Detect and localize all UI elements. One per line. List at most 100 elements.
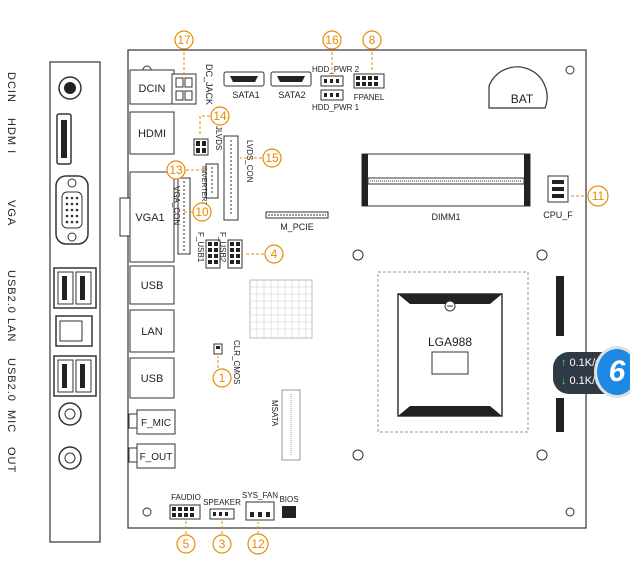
- side-bar-1: [556, 276, 564, 336]
- heatsink-grid: [250, 280, 312, 338]
- lga988-center: [431, 351, 469, 375]
- hdd-pwr2-label: HDD_PWR 2: [312, 65, 360, 74]
- io-label-out: OUT: [5, 447, 17, 473]
- lan-label: LAN: [141, 326, 162, 338]
- f-usb2-label: F_USB2: [218, 232, 227, 263]
- callout-3-circle: [212, 534, 232, 554]
- inverter-label: INVERTER1: [200, 166, 207, 205]
- callout-5-circle: [176, 534, 196, 554]
- mount-hole-br: [565, 507, 575, 517]
- dc-jack-center: [64, 82, 76, 94]
- hdmi-label: HDMI: [138, 128, 166, 140]
- mount-hole-tr: [565, 65, 575, 75]
- jlvds-label: JLVDS: [214, 126, 223, 150]
- upload-value: 0.1K/s: [569, 357, 601, 369]
- lga988-label: LGA988: [428, 335, 472, 349]
- chipset-heatsink: [249, 279, 313, 339]
- cpu-hole-bl: [352, 449, 364, 461]
- download-speed: ↓0.1K/s: [561, 375, 601, 387]
- callout-16: 16: [325, 33, 339, 47]
- callout-4: 4: [271, 247, 278, 261]
- callout-15-circle: [262, 148, 282, 168]
- callout-1-circle: [212, 368, 232, 388]
- dimm1-label: DIMM1: [432, 212, 461, 222]
- dcin-label: DCIN: [139, 83, 166, 95]
- io-label-dcin: DCIN: [5, 72, 17, 103]
- callout-12: 12: [251, 537, 265, 551]
- callout-3: 3: [219, 537, 226, 551]
- usb-top-label: USB: [141, 280, 164, 292]
- io-label-lan: LAN: [5, 318, 17, 342]
- callout-11-circle: [587, 185, 609, 207]
- hdmi-connector: [129, 111, 175, 155]
- speaker-label: SPEAKER: [203, 498, 241, 507]
- download-value: 0.1K/s: [569, 375, 601, 387]
- f-out-connector: [136, 443, 176, 469]
- io-label-mic: MIC: [5, 410, 17, 433]
- network-speed-widget[interactable]: ↑0.1K/s ↓0.1K/s 6: [553, 346, 630, 398]
- callout-1: 1: [219, 371, 226, 385]
- callout-8-circle: [362, 30, 382, 50]
- usb-bottom-connector: [129, 357, 175, 399]
- io-label-hdmi: HDM I: [5, 118, 17, 154]
- m-pcie-label: M_PCIE: [280, 222, 314, 232]
- callout-13-circle: [166, 160, 186, 180]
- vga-screw-top: [67, 178, 77, 188]
- bat-label: BAT: [511, 92, 534, 106]
- clr-cmos-label: CLR_CMOS: [232, 340, 241, 384]
- msata-label: MSATA: [270, 400, 279, 427]
- arrow-down-icon: ↓: [561, 375, 567, 387]
- callout-17: 17: [177, 33, 191, 47]
- vga-bracket: [119, 197, 131, 237]
- callout-13: 13: [169, 163, 183, 177]
- battery: [488, 66, 548, 109]
- vga1-label: VGA1: [135, 212, 164, 224]
- sata2-label: SATA2: [278, 90, 305, 100]
- lan-connector: [129, 309, 175, 353]
- sys-fan-header: [245, 501, 275, 521]
- callout-11: 11: [592, 189, 605, 203]
- vga1-connector: [129, 171, 175, 263]
- vga-screw-bottom: [67, 232, 77, 242]
- f-out-label: F_OUT: [140, 452, 173, 463]
- lan-port-inner: [59, 320, 83, 342]
- hdmi-port-inner: [61, 120, 67, 158]
- callout-14: 14: [213, 109, 227, 123]
- usb-bottom-label: USB: [141, 373, 164, 385]
- io-label-vga: VGA: [5, 200, 17, 226]
- lvds-con-label: LVDS_CON: [245, 140, 254, 183]
- hdd-pwr1-label: HDD_PWR 1: [312, 103, 360, 112]
- callout-15: 15: [265, 151, 279, 165]
- vga-pins: [65, 196, 79, 224]
- callout-17-circle: [174, 30, 194, 50]
- dc-jack-label: DC_JACK: [204, 64, 214, 105]
- cpu-f-label: CPU_F: [543, 210, 573, 220]
- cpu-hole-tl: [352, 249, 364, 261]
- callout-12-circle: [247, 533, 269, 555]
- vga-con-header: [177, 177, 191, 255]
- sys-fan-label: SYS_FAN: [242, 491, 278, 500]
- side-bar-2: [556, 398, 564, 432]
- io-label-usb-1: USB2.0: [5, 270, 17, 314]
- mount-hole-bl: [142, 507, 152, 517]
- bios-chip: [282, 506, 296, 518]
- callout-5: 5: [183, 537, 190, 551]
- faudio-label: FAUDIO: [171, 493, 201, 502]
- io-label-usb-2: USB2.0: [5, 358, 17, 402]
- bios-label: BIOS: [279, 495, 298, 504]
- arrow-up-icon: ↑: [561, 357, 567, 369]
- callout-16-circle: [322, 30, 342, 50]
- sata1-label: SATA1: [232, 90, 259, 100]
- callout-10: 10: [195, 205, 209, 219]
- callout-10-circle: [192, 202, 212, 222]
- callout-4-circle: [264, 244, 284, 264]
- vga-con-label: VGA_CON: [172, 186, 181, 225]
- f-usb1-label: F_USB1: [196, 232, 205, 263]
- upload-speed: ↑0.1K/s: [561, 357, 601, 369]
- f-mic-connector: [136, 409, 176, 435]
- widget-badge[interactable]: 6: [594, 346, 630, 398]
- cpu-hole-tr: [536, 249, 548, 261]
- f-mic-label: F_MIC: [141, 418, 171, 429]
